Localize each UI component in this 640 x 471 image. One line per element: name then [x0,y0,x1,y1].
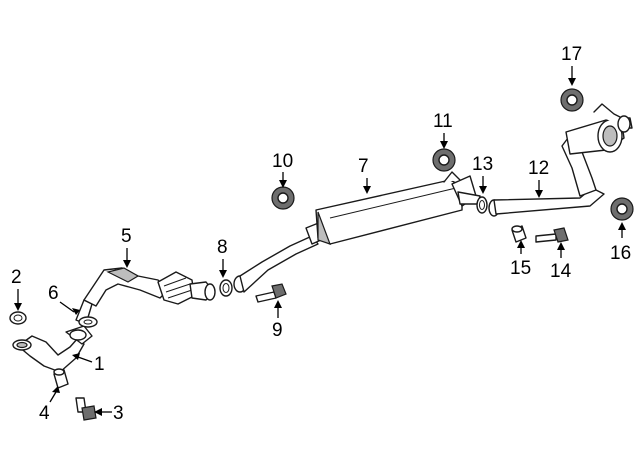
callout-16: 16 [610,222,631,264]
callout-3: 3 [94,403,124,424]
gasket-8 [219,279,233,297]
svg-text:13: 13 [472,154,493,175]
svg-text:6: 6 [48,283,59,304]
svg-text:14: 14 [550,261,572,282]
callout-7: 7 [358,156,371,194]
front-pipe [12,299,93,373]
svg-text:1: 1 [94,354,105,375]
svg-text:17: 17 [561,44,582,65]
center-muffler [315,171,481,245]
callout-8: 8 [217,237,228,278]
bolt-9 [255,283,287,303]
center-pipe [233,219,331,293]
callout-1: 1 [72,353,105,375]
callout-14: 14 [550,242,572,282]
callout-2: 2 [11,267,22,311]
callout-13: 13 [472,154,493,194]
stud-3 [75,397,97,421]
callout-17: 17 [561,44,582,86]
callout-9: 9 [272,300,283,341]
svg-text:2: 2 [11,267,22,288]
callout-4: 4 [39,386,60,424]
svg-text:11: 11 [433,111,453,132]
gasket-2 [9,311,27,325]
svg-text:9: 9 [272,320,283,341]
callout-10: 10 [272,151,293,188]
hanger-11 [432,148,456,172]
svg-text:7: 7 [358,156,369,177]
callout-6: 6 [48,283,80,315]
svg-text:12: 12 [528,158,549,179]
callout-5: 5 [121,226,132,268]
insulator-15 [511,225,527,243]
svg-text:3: 3 [113,403,124,424]
svg-text:4: 4 [39,403,50,424]
rear-muffler [565,103,633,155]
callout-12: 12 [528,158,549,198]
gasket-6 [78,316,98,328]
bolt-14 [535,227,569,243]
svg-text:10: 10 [272,151,293,172]
callout-15: 15 [510,240,531,279]
nut-4 [53,368,69,389]
svg-text:15: 15 [510,258,531,279]
svg-text:8: 8 [217,237,228,258]
svg-text:16: 16 [610,243,631,264]
hanger-17 [560,88,584,112]
hanger-10 [271,186,295,210]
callout-11: 11 [433,111,453,149]
catalytic-converter-pipe [83,267,216,307]
svg-text:5: 5 [121,226,132,247]
hanger-16 [610,197,634,221]
gasket-13 [476,196,488,214]
